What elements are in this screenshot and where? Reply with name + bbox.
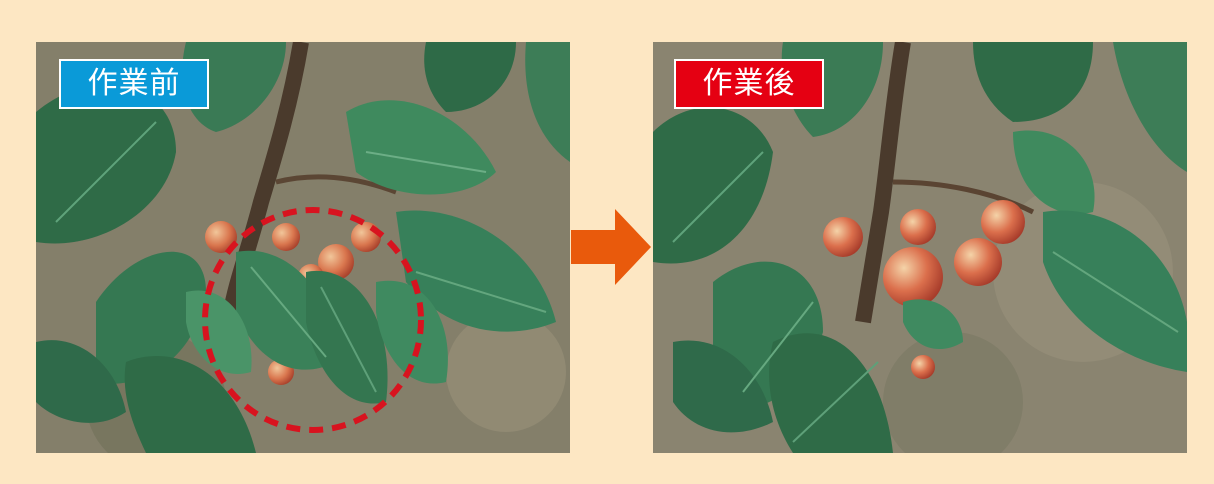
before-photo: 作業前 [36,42,570,453]
dashed-circle-highlight [202,207,424,433]
after-photo-illustration [653,42,1187,453]
right-arrow-icon [571,209,651,285]
after-photo: 作業後 [653,42,1187,453]
before-photo-illustration [36,42,570,453]
before-label: 作業前 [59,59,209,109]
after-label: 作業後 [674,59,824,109]
